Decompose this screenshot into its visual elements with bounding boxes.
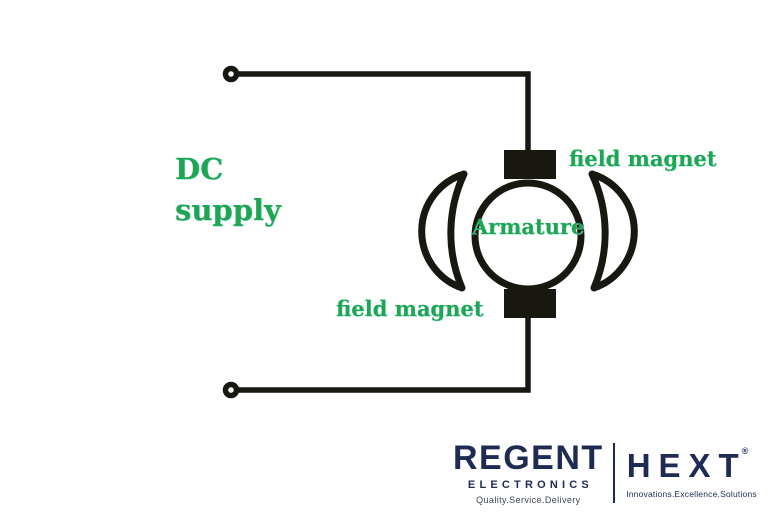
field-magnet-label-top-right: field magnet	[569, 146, 717, 171]
regent-subtitle: ELECTRONICS	[467, 479, 593, 491]
armature-label: Armature	[471, 214, 585, 239]
top-terminal-node	[222, 65, 240, 83]
bottom-brush	[504, 289, 556, 318]
regent-wordmark: REGENT	[453, 439, 604, 477]
regent-tagline: Quality.Service.Delivery	[476, 495, 581, 505]
field-magnet-label-bottom-left: field magnet	[336, 296, 484, 321]
right-field-magnet	[588, 170, 638, 292]
regent-logo-block: REGENT ELECTRONICS Quality.Service.Deliv…	[453, 441, 604, 505]
hext-wordmark-row: HEXT ®	[626, 445, 757, 484]
bottom-wire	[238, 316, 531, 393]
brand-logo: REGENT ELECTRONICS Quality.Service.Deliv…	[453, 441, 757, 505]
hext-tagline: Innovations.Excellence.Solutions	[626, 488, 757, 499]
logo-divider	[612, 443, 616, 503]
registered-trademark-symbol: ®	[741, 445, 757, 456]
hext-logo-block: HEXT ® Innovations.Excellence.Solutions	[626, 445, 757, 499]
top-wire	[238, 71, 531, 153]
dc-supply-line1: DC	[175, 152, 224, 186]
top-brush	[504, 150, 556, 179]
dc-supply-line2: supply	[175, 193, 281, 227]
hext-wordmark: HEXT	[626, 446, 747, 484]
bottom-terminal-node	[222, 381, 240, 399]
dc-supply-label: DC supply	[175, 149, 281, 231]
left-field-magnet	[418, 170, 468, 292]
